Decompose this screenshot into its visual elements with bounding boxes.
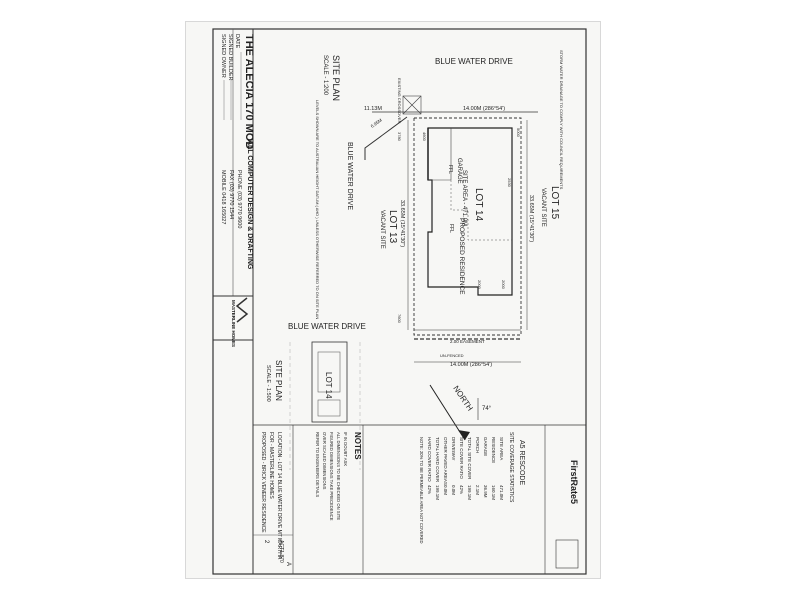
dim-corner: 6.95M (370, 117, 383, 128)
residence-label: PROPOSED RESIDENCE (458, 218, 465, 295)
date-label: DATE (234, 34, 240, 49)
unfenced-label: UN-FENCED (440, 353, 464, 358)
coverage-row-label: TOTAL SITE COVER (467, 437, 472, 480)
coverage-row-value: 160.1M (491, 485, 496, 500)
title-block: THE ALECIA 170 MOD DATE SIGNED BUILDER S… (213, 29, 255, 574)
street-name-north: BLUE WATER DRIVE (435, 57, 513, 66)
project-location: LOCATION - LOT 14 BLUE WATER DRIVE MT MA… (276, 432, 282, 560)
site-plan-title: SITE PLAN (331, 55, 341, 101)
lot-15-label: LOT 15 (549, 186, 560, 220)
residence-ffl: FFL (448, 224, 454, 233)
revision: A (285, 562, 291, 566)
coverage-row-value: 199.1M (467, 485, 472, 500)
coverage-row-value: 42% (459, 485, 464, 494)
site-plan-main: SITE PLAN SCALE - 1:200 LEVELS SHOWN ARE… (315, 50, 564, 441)
coverage-row-value: 199.1M (435, 485, 440, 500)
coverage-heading: SITE COVERAGE STATISTICS (508, 432, 514, 503)
coverage-row-value: 471.0M (499, 485, 504, 500)
firstrate-label: FirstRate5 (569, 460, 579, 504)
coverage-row-value: 0.0M (443, 485, 448, 495)
dim-small: 3780 (397, 132, 402, 142)
coverage-row-label: GARAGE (483, 437, 488, 456)
north-label: NORTH (451, 384, 474, 413)
coverage-row-label: RESIDENCE (491, 437, 496, 463)
site-area: SITE AREA - 471.0M (461, 170, 467, 226)
drafting-fax: FAX (03) 9770 1544 (228, 170, 234, 219)
crossover-label: EXISTING CROSSOVER (397, 78, 402, 123)
storm-note: STORM WATER DRAINAGE TO COMPLY WITH COUN… (559, 50, 564, 190)
coverage-row-value: 0.0M (451, 485, 456, 495)
coverage-row-value: 36.9M (483, 485, 488, 498)
brand-name: MASTERLINE HOMES (231, 300, 236, 347)
dim-side-south: 33.65M (15°41'30") (399, 200, 405, 247)
dim-small: 4600 (422, 132, 427, 142)
drawing-number: ACT1-870 (278, 540, 284, 563)
house-footprint (427, 127, 513, 296)
coverage-note: NOTE: 20% TO BE PERMEABLE AREA NOT COVER… (419, 437, 424, 544)
dim-small: 2530 (507, 178, 512, 188)
site-plan-scale: SCALE - 1:200 (322, 55, 328, 96)
rescode-label: A5 RESCODE (518, 440, 525, 485)
lot-boundary (413, 117, 522, 336)
coverage-row-value: 2.1M (475, 485, 480, 495)
note-line: IF IN DOUBT ASK (343, 432, 348, 466)
masterline-logo: MASTERLINE HOMES (231, 297, 249, 347)
north-arrow: NORTH 74° (429, 384, 492, 441)
coverage-row-label: DRIVEWAY (451, 437, 456, 461)
dim-side-north: 33.65M (15°41'30") (528, 195, 534, 242)
coverage-row-label: OTHER PAVED AREAS (443, 437, 448, 485)
coverage-row-value: 42% (427, 485, 432, 494)
note-line: OVER SCALED DIMENSIONS (322, 432, 327, 490)
dim-small: 2000 (501, 280, 506, 290)
notes-heading: NOTES (353, 432, 362, 460)
drawing-sheet (186, 22, 600, 578)
easement-label: 2.00 EASEMENT (450, 339, 485, 344)
lot-13-status: VACANT SITE (379, 210, 385, 249)
coverage-row-label: SITE AREA (499, 437, 504, 460)
dim-frontage: 14.00M (286°54') (463, 106, 505, 112)
dim-small: 5000 (516, 128, 521, 138)
note-line: ALL DIMENSIONS TO BE CHECKED ON SITE (336, 432, 341, 520)
coverage-row-label: HARD COVER RATIO (427, 437, 432, 482)
small-site-plan-scale: SCALE - 1:500 (265, 365, 271, 402)
coverage-row-label: SITE COVER RATIO (459, 437, 464, 479)
levels-note: LEVELS SHOWN ARE TO AUSTRALIAN HEIGHT DA… (315, 100, 320, 319)
project-proposed: PROPOSED - BRICK VENEER RESIDENCE (260, 432, 266, 533)
drafting-mobile: MOBILE 0418 165027 (220, 170, 226, 224)
dim-small: 2000 (477, 280, 482, 290)
lot-15-status: VACANT SITE (540, 188, 546, 227)
drafting-phone: PHONE (03) 9770 9600 (236, 170, 242, 228)
firstrate-stamp (555, 539, 579, 569)
dim-truncation: 11.13M (364, 106, 382, 112)
site-plan-small: BLUE WATER DRIVE LOT 14 SITE PLAN SCALE … (265, 322, 366, 470)
coverage-row-label: TOTAL HARD COVER (435, 437, 440, 483)
north-angle: 74° (482, 406, 492, 412)
dim-rear: 14.00M (286°54') (450, 362, 492, 368)
street-name-west: BLUE WATER DRIVE (346, 142, 353, 210)
project-title: THE ALECIA 170 MOD (243, 34, 255, 149)
small-street-name: BLUE WATER DRIVE (288, 322, 366, 331)
small-lot-outline (311, 341, 348, 423)
dim-small: 7600 (397, 314, 402, 324)
coverage-table: SITE AREA 471.0M RESIDENCE 160.1M GARAGE… (427, 437, 504, 500)
note-line: FIGURED DIMENSIONS TAKE PRECEDENCE (329, 432, 334, 521)
project-for: FOR - MASTERLINE HOMES (268, 432, 274, 499)
signed-owner: SIGNED OWNER (220, 34, 226, 78)
small-site-plan-title: SITE PLAN (274, 360, 283, 401)
small-lot-label: LOT 14 (324, 372, 333, 399)
existing-crossover (402, 95, 422, 115)
lot-14-label: LOT 14 (473, 188, 484, 222)
sheet-number: 2 (263, 540, 269, 544)
garage-ffl: FFL (447, 165, 453, 174)
bottom-info-block: PROPOSED - BRICK VENEER RESIDENCE FOR - … (253, 424, 586, 574)
lot-13-label: LOT 13 (387, 210, 398, 244)
garage-label: GARAGE (456, 158, 462, 184)
note-line: REFER TO ENGINEERS DETAILS (315, 432, 320, 497)
drafting-company: ALL COMPUTER DESIGN & DRAFTING (246, 140, 253, 270)
coverage-row-label: PORCH (475, 437, 480, 453)
sheet-border (212, 28, 587, 575)
signed-builder: SIGNED BUILDER (227, 34, 233, 80)
